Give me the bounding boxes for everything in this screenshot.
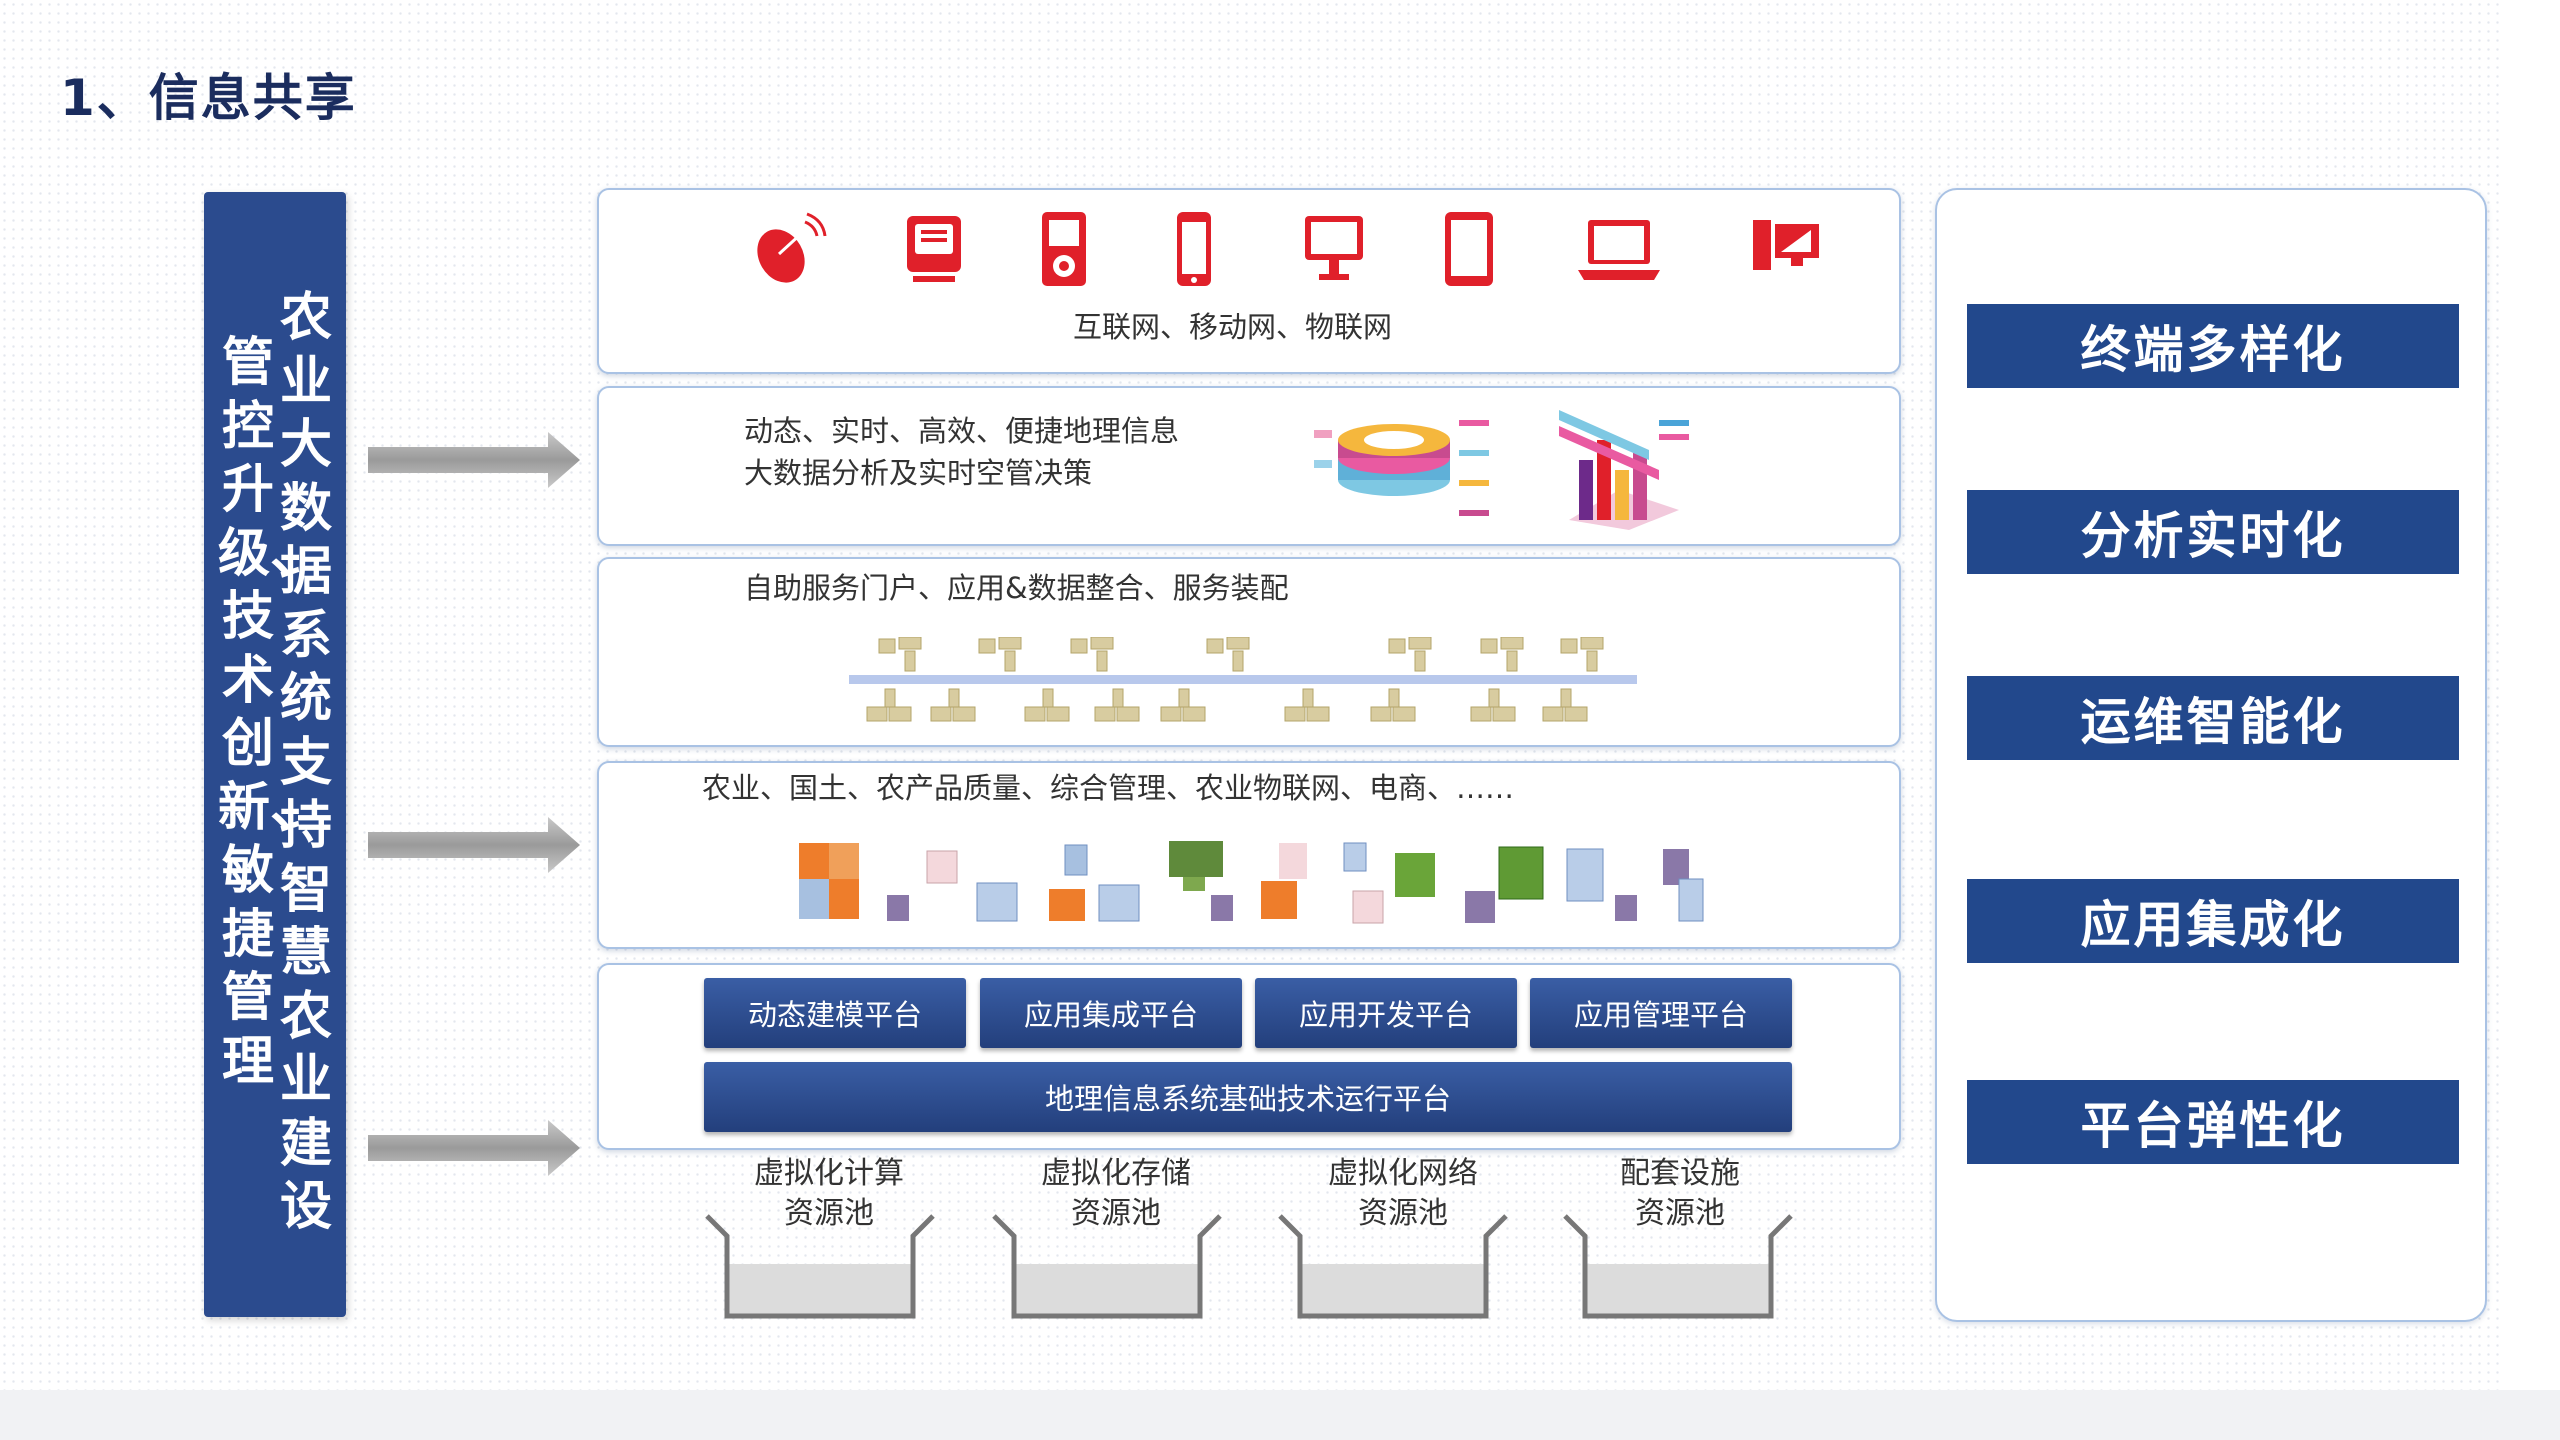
service-bus-diagram bbox=[849, 637, 1637, 722]
tablet-icon bbox=[1445, 212, 1493, 286]
feature-intelligent-ops: 运维智能化 bbox=[1967, 676, 2459, 760]
platform-layer: 动态建模平台 应用集成平台 应用开发平台 应用管理平台 地理信息系统基础技术运行… bbox=[597, 963, 1901, 1150]
feature-platform-elasticity: 平台弹性化 bbox=[1967, 1080, 2459, 1164]
analysis-line-1: 动态、实时、高效、便捷地理信息 bbox=[744, 414, 1180, 448]
service-caption: 自助服务门户、应用&数据整合、服务装配 bbox=[744, 571, 1289, 605]
resource-pool-icon bbox=[992, 1214, 1222, 1319]
application-caption: 农业、国土、农产品质量、综合管理、农业物联网、电商、…… bbox=[702, 771, 1515, 805]
feature-terminal-diversity: 终端多样化 bbox=[1967, 304, 2459, 388]
platform-dynamic-modeling: 动态建模平台 bbox=[704, 978, 966, 1048]
terminal-layer: 互联网、移动网、物联网 bbox=[597, 188, 1901, 374]
infographic-bars-icon bbox=[1559, 410, 1689, 530]
analysis-line-2: 大数据分析及实时空管决策 bbox=[744, 456, 1093, 490]
page-title: 1、信息共享 bbox=[60, 69, 357, 127]
banner-text-right: 农业大数据系统支持智慧农业建设 bbox=[279, 288, 332, 1237]
infographic-chart-icon bbox=[1314, 420, 1489, 516]
pool-label-storage: 虚拟化存储资源池 bbox=[1041, 1156, 1191, 1231]
resource-pool-icon bbox=[1563, 1214, 1793, 1319]
feature-panel: 终端多样化 分析实时化 运维智能化 应用集成化 平台弹性化 bbox=[1935, 188, 2487, 1322]
device-icons bbox=[749, 210, 1819, 290]
platform-app-development: 应用开发平台 bbox=[1255, 978, 1517, 1048]
pool-label-network: 虚拟化网络资源池 bbox=[1328, 1156, 1478, 1231]
right-arrow-icon bbox=[368, 1120, 580, 1176]
right-arrow-icon bbox=[368, 432, 580, 488]
feature-app-integration: 应用集成化 bbox=[1967, 879, 2459, 963]
analysis-layer: 动态、实时、高效、便捷地理信息 大数据分析及实时空管决策 bbox=[597, 386, 1901, 546]
service-layer: 自助服务门户、应用&数据整合、服务装配 bbox=[597, 557, 1901, 747]
banner-text-left: 管控升级、技术创新、敏捷管理 bbox=[218, 333, 323, 1092]
resource-pool-icon bbox=[1278, 1214, 1508, 1319]
monitor-icon bbox=[1305, 216, 1363, 280]
mobile-phone-icon bbox=[1177, 212, 1211, 286]
right-arrow-icon bbox=[368, 817, 580, 873]
application-cubes-graphic bbox=[799, 841, 1704, 924]
platform-app-integration: 应用集成平台 bbox=[980, 978, 1242, 1048]
left-vertical-banner: 管控升级、技术创新、敏捷管理 农业大数据系统支持智慧农业建设 bbox=[204, 192, 346, 1317]
pool-label-facilities: 配套设施资源池 bbox=[1620, 1156, 1740, 1231]
terminal-caption: 互联网、移动网、物联网 bbox=[1073, 310, 1393, 344]
resource-pool-icon bbox=[705, 1214, 935, 1319]
footer-band bbox=[0, 1390, 2560, 1440]
application-layer: 农业、国土、农产品质量、综合管理、农业物联网、电商、…… bbox=[597, 761, 1901, 949]
terminal-icon bbox=[907, 216, 961, 282]
media-player-icon bbox=[1042, 212, 1086, 286]
platform-gis-base: 地理信息系统基础技术运行平台 bbox=[704, 1062, 1792, 1132]
platform-app-management: 应用管理平台 bbox=[1530, 978, 1792, 1048]
laptop-icon bbox=[1578, 220, 1660, 280]
feature-realtime-analysis: 分析实时化 bbox=[1967, 490, 2459, 574]
satellite-dish-icon bbox=[757, 212, 827, 283]
pool-label-compute: 虚拟化计算资源池 bbox=[754, 1156, 904, 1231]
desktop-computer-icon bbox=[1753, 220, 1819, 270]
